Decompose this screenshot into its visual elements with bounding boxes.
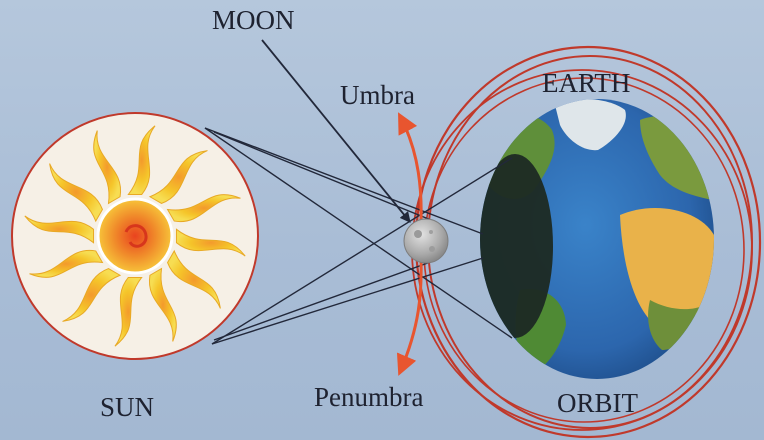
sun-icon [12, 113, 258, 359]
orbit-label: ORBIT [557, 388, 638, 418]
sun-label: SUN [100, 392, 154, 422]
moon-label: MOON [212, 5, 295, 35]
penumbra-label: Penumbra [314, 382, 423, 412]
moon-pointer-arrow [262, 40, 410, 222]
umbra-label: Umbra [340, 80, 415, 110]
earth-globe-icon [477, 99, 714, 379]
moon-icon [404, 219, 448, 263]
earth-label: EARTH [542, 68, 630, 98]
